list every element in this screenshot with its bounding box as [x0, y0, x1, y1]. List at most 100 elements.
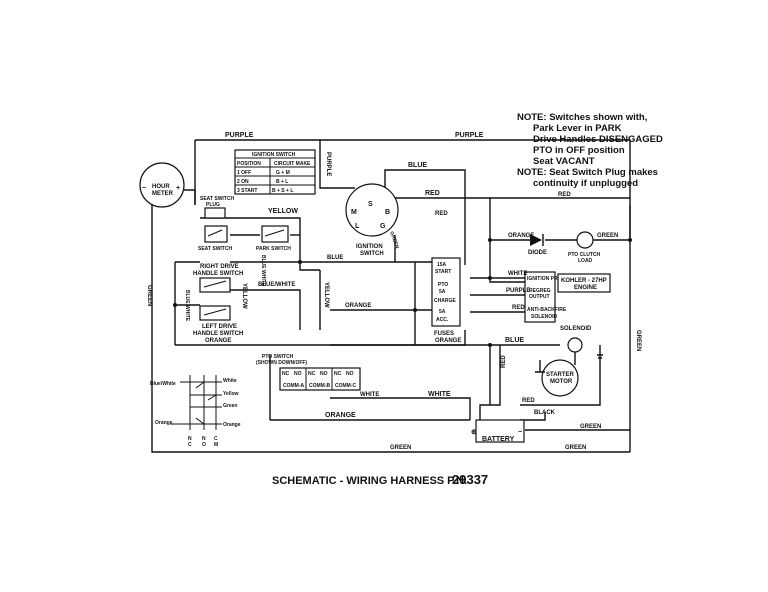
ignition-switch: M S B L G IGNITION SWITCH: [345, 183, 399, 257]
green-frame: [151, 205, 630, 453]
starter-motor-icon: [541, 359, 579, 397]
wire-network: [151, 139, 631, 453]
wire-label-red: RED: [435, 211, 448, 217]
hour-meter-body: [139, 162, 185, 208]
wire-label-purple: PURPLE: [225, 132, 254, 139]
pto-legend: Blue/White Orange White Yellow Green Ora…: [150, 375, 241, 448]
left-drive-label: LEFT DRIVE: [202, 324, 237, 330]
fuse-label: 5A: [439, 309, 446, 315]
junction-dot: [173, 303, 177, 307]
table-cell: 2 ON: [237, 179, 249, 185]
wire-label-red: RED: [522, 398, 535, 404]
table-col-position: POSITION: [237, 161, 261, 167]
fuse-label: ACC.: [436, 317, 449, 323]
ignition-table: IGNITION SWITCH POSITION CIRCUIT MAKE 1 …: [234, 149, 316, 195]
engine-conn-label: OUTPUT: [529, 294, 550, 300]
wire-label-green-v: GREEN: [146, 285, 152, 306]
wire-label-red-v: RED: [501, 355, 507, 368]
wire-label-black: BLACK: [534, 410, 556, 416]
legend-poles: [189, 375, 217, 430]
wire-label-blue-white-v: BLUE WHITE: [184, 290, 190, 322]
pto-contact: NC: [282, 371, 290, 377]
pto-contact: NO: [320, 371, 328, 377]
note-line: continuity if unplugged: [533, 178, 638, 189]
part-number: 29337: [452, 472, 488, 487]
table-cell: B + L: [276, 179, 288, 185]
wire-label-red: RED: [425, 190, 440, 197]
pto-common: COMM-C: [335, 383, 356, 389]
right-drive-box: [199, 277, 231, 293]
pto-clutch-label: PTO CLUTCH: [568, 252, 601, 258]
legend-label: Orange: [223, 422, 241, 428]
junction-dot: [488, 343, 492, 347]
right-drive-label-2: HANDLE SWITCH: [193, 271, 243, 277]
yellow-wire: [200, 217, 320, 271]
engine-conn-label: REGREG: [529, 288, 551, 294]
note-line: Drive Handles DISENGAGED: [533, 134, 663, 145]
battery: BATTERY ⊕ −: [471, 419, 525, 443]
seat-switch: SEAT SWITCH PLUG SEAT SWITCH: [198, 196, 234, 252]
legend-bottom: C: [188, 442, 192, 448]
legend-bottom: N: [202, 436, 206, 442]
pto-clutch-label-2: LOAD: [578, 258, 593, 264]
engine-box: [557, 273, 611, 293]
wire-label-red: RED: [558, 192, 571, 198]
legend-leads: [170, 381, 222, 425]
diode-label: DIODE: [528, 250, 547, 256]
diode: DIODE: [528, 234, 547, 256]
fuse-label: CHARGE: [434, 298, 456, 304]
junction-dot: [628, 238, 632, 242]
wire-label-orange: ORANGE: [205, 338, 231, 344]
ignition-switch-label: IGNITION: [356, 244, 383, 250]
engine-conn-label: SOLENOID: [531, 314, 558, 320]
engine-conn-label: ANTI-BACKFIRE: [527, 307, 567, 313]
seat-plug-label: SEAT SWITCH: [200, 196, 234, 202]
legend-bottom: N: [188, 436, 192, 442]
ignition-switch-label-2: SWITCH: [360, 251, 384, 257]
hour-meter-label: HOUR: [152, 184, 170, 190]
fuse-block: 15A START PTO 5A CHARGE 5A ACC. FUSES: [431, 257, 461, 337]
wire-label-white: WHITE: [428, 391, 451, 398]
wire-label-purple-v: PURPLE: [325, 152, 331, 176]
wire-label-green: GREEN: [580, 424, 601, 430]
wire-label-purple: PURPLE: [506, 288, 530, 294]
starter-leads: [535, 352, 576, 373]
note-line: Seat VACANT: [533, 156, 595, 167]
table-col-circuit: CIRCUIT MAKE: [274, 161, 311, 167]
pto-switch-label: PTO SWITCH: [262, 354, 294, 360]
ground-icon: [597, 354, 603, 359]
table-cell: G + M: [276, 170, 290, 176]
ign-terminal-g: G: [380, 223, 386, 230]
wire-label-blue: BLUE: [505, 337, 524, 344]
fuse-label: 5A: [439, 289, 446, 295]
ignition-table-title: IGNITION SWITCH: [252, 152, 296, 158]
wire-label-green: GREEN: [390, 445, 411, 451]
right-drive-label: RIGHT DRIVE: [200, 264, 239, 270]
starter-assembly: SOLENOID STARTER MOTOR: [535, 326, 603, 397]
wire-label-purple: PURPLE: [455, 132, 484, 139]
fuses-label: FUSES: [434, 331, 454, 337]
legend-label: Green: [223, 403, 237, 409]
pto-contact: NC: [334, 371, 342, 377]
ignition-switch-body: [345, 183, 399, 237]
battery-box: [475, 419, 525, 443]
pto-contact: NO: [294, 371, 302, 377]
minus-symbol: −: [142, 185, 146, 192]
wire-label-orange: ORANGE: [325, 412, 356, 419]
park-switch-label: PARK SWITCH: [256, 246, 291, 252]
hm-right: [180, 189, 196, 205]
wire-label-blue-white-v: BLUE WHITE: [260, 255, 266, 287]
wire-label-yellow-v: YELLOW: [323, 282, 329, 308]
wire-label-orange: ORANGE: [435, 338, 461, 344]
wire-label-red: RED: [512, 305, 525, 311]
right-drive-contact: [203, 280, 227, 288]
wire-label-blue: BLUE: [408, 162, 427, 169]
park-switch: PARK SWITCH YELLOW: [256, 208, 298, 252]
note-line: NOTE: Switches shown with,: [517, 112, 647, 123]
note-line: NOTE: Seat Switch Plug makes: [517, 167, 658, 178]
pto-clutch: PTO CLUTCH LOAD: [568, 231, 601, 264]
seat-switch-label: SEAT SWITCH: [198, 246, 232, 252]
note-line: Park Lever in PARK: [533, 123, 622, 134]
